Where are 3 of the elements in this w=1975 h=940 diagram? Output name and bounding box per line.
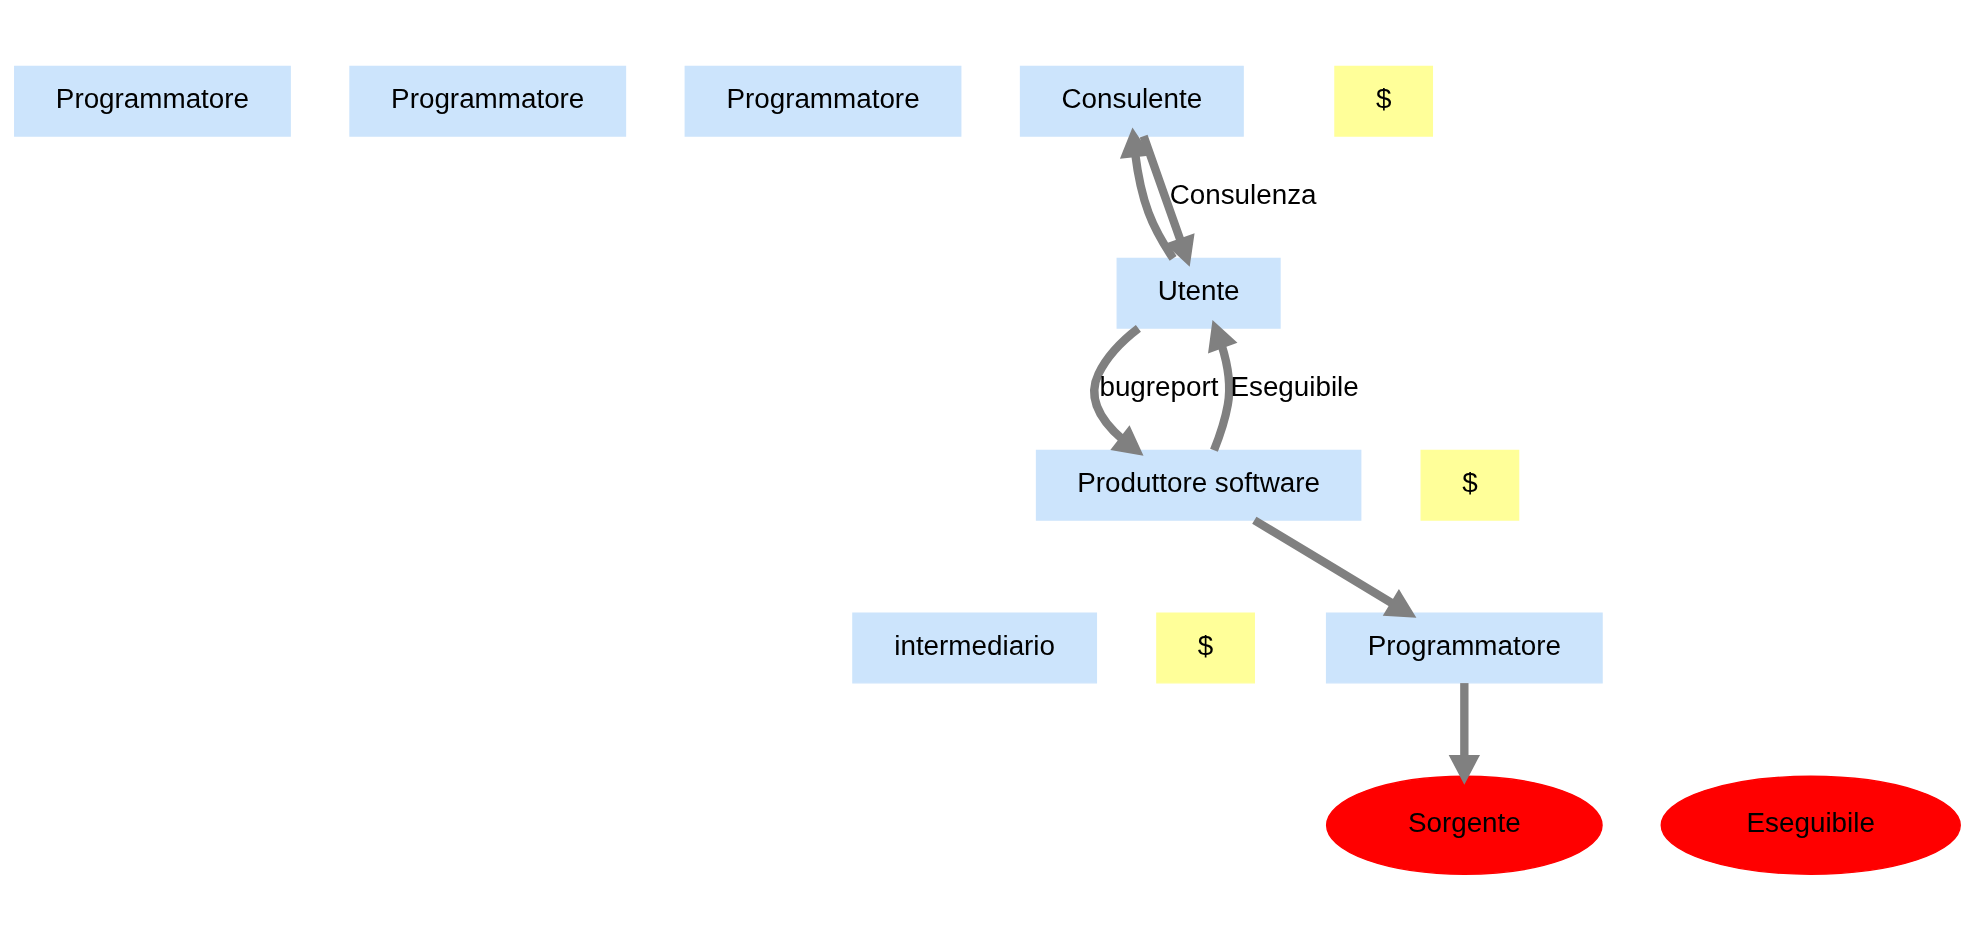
edge-label: Eseguibile — [1230, 370, 1359, 402]
edge-label: Consulenza — [1169, 178, 1317, 210]
edge-label: bugreport — [1099, 370, 1219, 402]
